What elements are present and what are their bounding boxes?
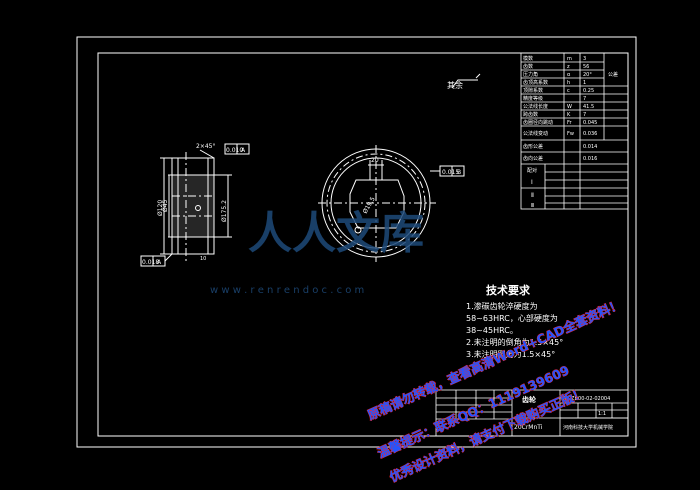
param-row-11-name: 齿向公差 xyxy=(523,155,543,162)
chamfer-label: 2×45° xyxy=(196,143,215,150)
outer-frame xyxy=(76,36,637,448)
param-side-label: 公差 xyxy=(608,71,618,78)
watermark-url: w w w . r e n r e n d o c . c o m xyxy=(210,285,364,296)
front-tol-right: 0.015 xyxy=(442,169,459,176)
inner-frame xyxy=(97,52,629,437)
param-row-9-name: 公法线变动 xyxy=(523,130,548,137)
side-tol-bottom: 0.018 xyxy=(142,259,159,266)
tech-title: 技术要求 xyxy=(486,283,531,297)
param-row-3-val: 1 xyxy=(583,80,586,86)
param-row-1-sym: z xyxy=(567,64,570,70)
watermark: 人人文库 w w w . r e n r e n d o c . c o m xyxy=(210,208,424,296)
param-group-a: 配对 xyxy=(527,167,537,174)
param-row-3-name: 齿顶高系数 xyxy=(523,79,548,86)
param-row-4-sym: c xyxy=(567,88,570,94)
side-dim-left-a: Ø120 xyxy=(157,200,164,216)
param-row-2-name: 压力角 xyxy=(523,71,538,78)
title-material: 20CrMnTi xyxy=(514,424,543,431)
param-row-7-sym: K xyxy=(567,112,571,118)
gear-front-view xyxy=(318,73,481,262)
tech-line-2: 58~63HRC，心部硬度为 xyxy=(466,313,558,323)
front-datum: B xyxy=(457,169,461,176)
param-row-0-sym: m xyxy=(567,56,572,62)
param-table-text: 模数 m 3 齿数 z 56 压力角 α 20° 齿顶高系数 h 1 顶隙系数 … xyxy=(523,55,618,209)
param-row-9-val: 0.036 xyxy=(583,131,597,137)
param-row-1-name: 齿数 xyxy=(523,63,533,70)
title-part-name: 齿轮 xyxy=(522,395,536,404)
param-row-0-val: 3 xyxy=(583,56,586,62)
title-org: 河南科技大学机械学院 xyxy=(563,424,613,431)
param-row-5-name: 精度等级 xyxy=(523,95,543,102)
tech-line-3: 38~45HRC。 xyxy=(466,326,518,335)
side-datum-top: A xyxy=(241,147,246,154)
title-block xyxy=(435,389,629,437)
param-row-11-val: 0.016 xyxy=(583,156,597,162)
param-row-1-val: 56 xyxy=(583,64,589,70)
tech-line-4: 2.未注明的倒角为1.5×45° xyxy=(466,337,563,347)
param-row-7-val: 7 xyxy=(583,112,586,118)
param-row-3-sym: h xyxy=(567,80,570,86)
param-row-2-sym: α xyxy=(567,72,571,78)
param-group-b: Ⅰ xyxy=(531,179,533,186)
param-row-6-val: 41.5 xyxy=(583,104,594,110)
param-row-8-sym: Fr xyxy=(567,120,573,126)
side-datum-bottom: A xyxy=(157,259,162,266)
param-row-10-val: 0.014 xyxy=(583,144,597,150)
param-row-4-val: 0.25 xyxy=(583,88,594,94)
param-row-9-sym: Fw xyxy=(567,131,574,137)
front-dim-thickness: 20 xyxy=(371,157,379,164)
title-scale: 1:1 xyxy=(598,411,606,417)
param-row-10-name: 齿形公差 xyxy=(523,143,543,150)
watermark-brand: 人人文库 xyxy=(248,208,424,259)
param-row-0-name: 模数 xyxy=(523,55,533,62)
side-dim-right: Ø175.2 xyxy=(221,200,228,222)
param-row-7-name: 跨齿数 xyxy=(523,111,538,118)
param-row-8-val: 0.045 xyxy=(583,120,597,126)
param-row-2-val: 20° xyxy=(583,72,592,78)
param-row-8-name: 齿圈径向跳动 xyxy=(523,119,553,126)
param-group-c: Ⅱ xyxy=(531,192,534,199)
param-row-6-name: 公法线长度 xyxy=(523,103,548,110)
tech-requirements: 技术要求 1.渗碳齿轮淬硬度为 58~63HRC，心部硬度为 38~45HRC。… xyxy=(466,283,563,359)
param-row-5-val: 7 xyxy=(583,96,586,102)
roughness-note: 其余 xyxy=(447,80,463,90)
param-table xyxy=(520,52,629,210)
tech-line-1: 1.渗碳齿轮淬硬度为 xyxy=(466,301,538,311)
param-group-d: Ⅲ xyxy=(531,203,534,209)
side-dim-bottom: 10 xyxy=(200,256,206,262)
gear-side-view xyxy=(140,143,250,267)
side-dim-left-b: Ø45 xyxy=(162,199,169,212)
param-row-4-name: 顶隙系数 xyxy=(523,87,543,94)
param-row-6-sym: W xyxy=(567,104,572,110)
tech-line-5: 3.未注明圆角为1.5×45° xyxy=(466,349,555,359)
side-tol-top: 0.010 xyxy=(226,147,243,154)
title-drawing-no: SS-ZB00-02-02004 xyxy=(563,396,610,402)
